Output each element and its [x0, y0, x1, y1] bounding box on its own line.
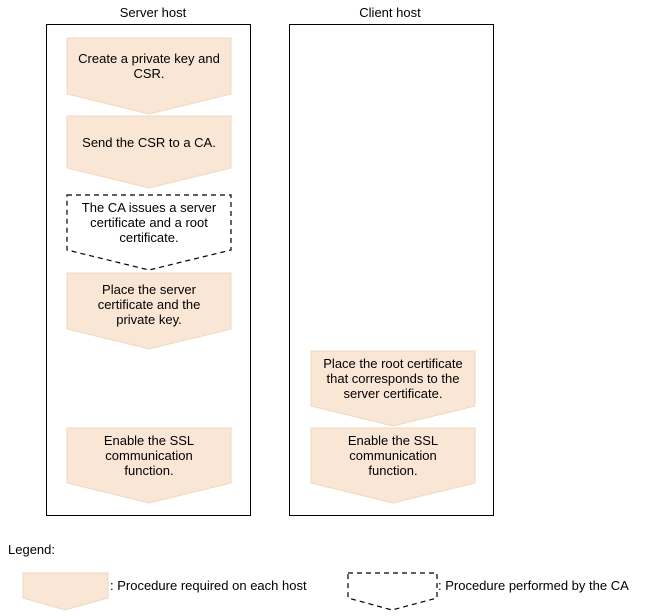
step-shape-server-4: [66, 272, 232, 350]
legend-host-label: : Procedure required on each host: [110, 578, 307, 593]
step-server-send-csr: Send the CSR to a CA.: [82, 134, 216, 150]
server-host-title: Server host: [119, 5, 187, 20]
step-server-enable-ssl: Enable the SSL communication function.: [103, 432, 195, 478]
legend-title: Legend:: [8, 542, 55, 557]
step-server-ca-issues: The CA issues a server certificate and a…: [81, 200, 217, 245]
step-shape-server-1: [66, 37, 232, 115]
step-shape-server-3-ca: [66, 194, 232, 271]
step-client-place-root: Place the root certificate that correspo…: [323, 355, 463, 401]
step-shape-server-5: [66, 427, 232, 504]
step-shape-server-2: [66, 115, 232, 189]
legend-host-shape: [22, 572, 109, 611]
client-host-title: Client host: [359, 5, 421, 20]
legend-ca-label: : Procedure performed by the CA: [438, 578, 629, 593]
step-server-create-key: Create a private key and CSR.: [78, 51, 220, 81]
step-shape-client-2: [310, 427, 476, 504]
legend-ca-shape: [347, 572, 438, 611]
step-shape-client-1: [310, 350, 476, 427]
step-client-enable-ssl: Enable the SSL communication function.: [347, 432, 439, 478]
step-server-place-cert: Place the server certificate and the pri…: [97, 281, 201, 327]
